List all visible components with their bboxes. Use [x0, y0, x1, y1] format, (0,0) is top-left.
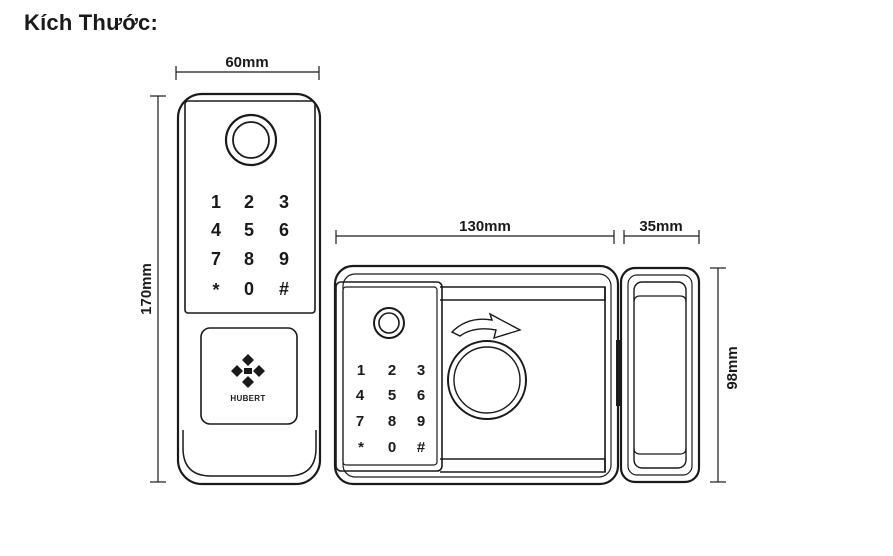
body-key: 2 [388, 362, 396, 379]
body-keypad-module [335, 281, 443, 472]
side-width-label: 35mm [639, 218, 682, 235]
body-key: 3 [417, 362, 425, 379]
front-key: * [212, 280, 219, 300]
strike-inner [627, 274, 693, 476]
front-outer-frame [176, 92, 322, 486]
body-width-label: 130mm [459, 218, 511, 235]
body-key: 5 [388, 387, 396, 404]
body-bottom-rail [440, 458, 606, 473]
front-key: 5 [244, 220, 254, 240]
front-logo-panel [200, 327, 298, 425]
body-keypad: 1 2 3 4 5 6 7 8 9 * 0 # [356, 362, 426, 456]
front-key: 6 [279, 220, 289, 240]
brand-label: HUBERT [230, 394, 265, 403]
hubert-logo-icon [231, 354, 265, 388]
body-key: # [417, 439, 426, 456]
side-strike: 35mm 98mm [616, 218, 741, 484]
body-key: 4 [356, 387, 365, 404]
front-key: 3 [279, 192, 289, 212]
body-keypad-plate [342, 286, 438, 466]
lock-body: 130mm 1 2 3 4 5 6 7 8 9 * 0 [333, 218, 620, 486]
body-fingerprint-outer [373, 307, 405, 339]
side-height-label: 98mm [724, 346, 741, 389]
strike-top-lip [633, 295, 687, 303]
rotate-arrow-icon [450, 312, 522, 340]
thumb-knob-outer [447, 340, 527, 420]
front-key: 9 [279, 249, 289, 269]
body-casing [333, 264, 620, 486]
body-key: 7 [356, 413, 364, 430]
body-fingerprint-inner [378, 312, 400, 334]
front-width-label: 60mm [225, 54, 268, 71]
front-height-label: 170mm [138, 263, 155, 315]
body-key: 8 [388, 413, 396, 430]
front-keypad: 1 2 3 4 5 6 7 8 9 * 0 # [211, 192, 289, 300]
front-key: 1 [211, 192, 221, 212]
body-key: 1 [357, 362, 365, 379]
page-title: Kích Thước: [24, 10, 158, 35]
fingerprint-sensor-outer [224, 113, 278, 167]
front-key: 7 [211, 249, 221, 269]
strike-bottom-lip [633, 447, 687, 455]
body-key: 6 [417, 387, 425, 404]
front-key: # [279, 279, 289, 299]
front-key: 8 [244, 249, 254, 269]
body-casing-inner [342, 273, 612, 478]
front-key: 4 [211, 220, 221, 240]
body-key: 9 [417, 413, 425, 430]
front-bottom-shell [182, 430, 317, 477]
strike-outer [619, 266, 701, 484]
latch-bolt [616, 340, 622, 406]
fingerprint-sensor-inner [232, 121, 270, 159]
strike-plate [633, 281, 687, 469]
front-keypad-panel [184, 100, 316, 314]
front-key: 0 [244, 279, 254, 299]
body-top-rail [440, 286, 606, 301]
front-key: 2 [244, 192, 254, 212]
body-key: 0 [388, 439, 396, 456]
thumb-knob-inner [453, 346, 521, 414]
front-panel: 60mm 170mm HUBERT 1 2 3 4 5 [138, 54, 322, 486]
body-key: * [358, 439, 364, 456]
